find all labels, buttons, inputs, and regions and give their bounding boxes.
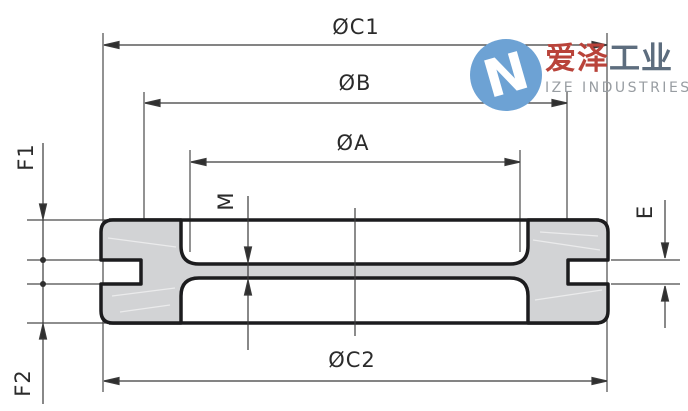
- material-texture: [107, 231, 603, 313]
- dim-a: [190, 157, 521, 167]
- dim-f1-f2: [38, 143, 48, 404]
- dim-m: [243, 196, 253, 350]
- dim-e: [660, 200, 670, 328]
- label-dim-b: ØB: [338, 71, 372, 95]
- logo-cn-second: 工业: [609, 41, 673, 77]
- label-dim-e: E: [633, 204, 657, 220]
- label-dim-c2: ØC2: [328, 348, 376, 372]
- ize-emblem-icon: N: [470, 39, 542, 111]
- label-dim-a: ØA: [336, 131, 370, 155]
- part-cross-section: [99, 208, 610, 336]
- logo-english-text: IZE INDUSTRIES: [545, 80, 688, 96]
- label-dim-f2: F2: [11, 369, 35, 397]
- extension-lines: [27, 33, 680, 392]
- label-dim-m: M: [214, 191, 238, 211]
- dim-c2: [103, 376, 608, 386]
- logo-chinese-text: 爱泽工业: [545, 44, 673, 75]
- ize-industries-logo: N 爱泽工业 IZE INDUSTRIES: [469, 38, 688, 111]
- label-dim-c1: ØC1: [332, 15, 380, 39]
- label-dim-f1: F1: [14, 143, 38, 171]
- logo-cn-first: 爱泽: [545, 41, 609, 77]
